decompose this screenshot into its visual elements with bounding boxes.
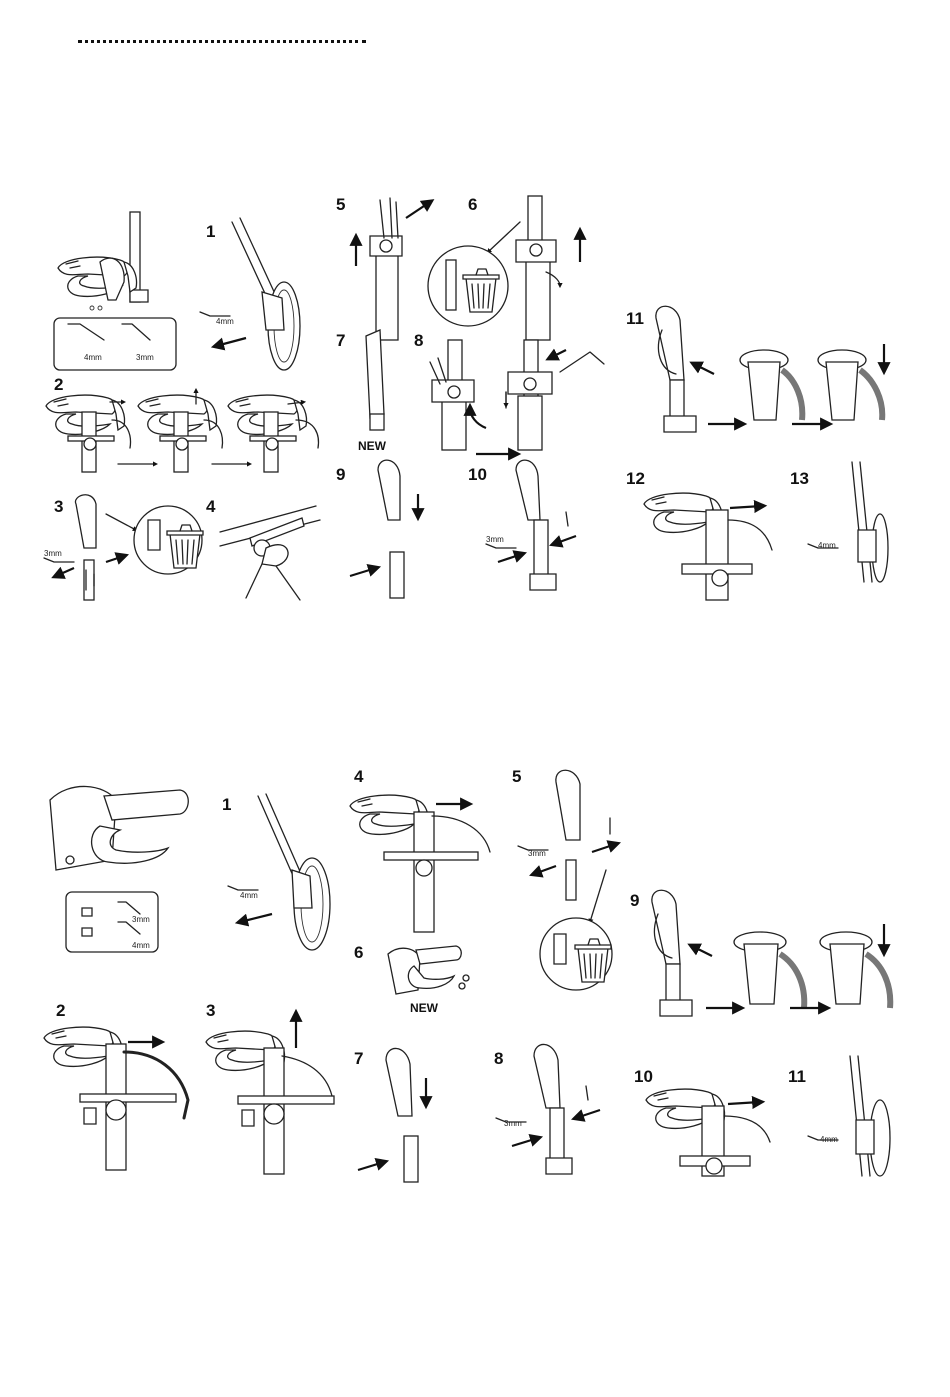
top-step-3-detail xyxy=(44,495,203,600)
top-step-8-assembly xyxy=(430,340,604,454)
top-step-7-number: 7 xyxy=(336,331,345,350)
top-step-5-number: 5 xyxy=(336,195,345,214)
top-step-12-handle xyxy=(644,493,772,600)
bottom-step-2-handle xyxy=(44,1027,188,1170)
top-step-5-post xyxy=(356,198,430,340)
bottom-step-1-wheel xyxy=(228,794,330,950)
bottom-step-7-number: 7 xyxy=(354,1049,363,1068)
bottom-step-11-wheel xyxy=(808,1056,890,1176)
bottom-step-7-assembly xyxy=(358,1048,426,1182)
top-wrench-label-3mm: 3mm xyxy=(136,353,154,362)
top-step-7-new-label: NEW xyxy=(358,439,387,453)
top-step-10-assembly xyxy=(486,460,576,590)
top-step-7-tube xyxy=(366,330,384,430)
bottom-step-5-detail xyxy=(518,770,616,990)
bottom-step-8-wrench-label: 3mm xyxy=(504,1119,522,1128)
top-step-4-number: 4 xyxy=(206,497,216,516)
top-wrench-label-4mm: 4mm xyxy=(84,353,102,362)
bottom-step-6-new-handle xyxy=(388,946,469,994)
top-step-2-number: 2 xyxy=(54,375,63,394)
bottom-step-4-number: 4 xyxy=(354,767,364,786)
top-parts-overview xyxy=(54,212,176,370)
bottom-parts-overview xyxy=(50,786,188,952)
top-step-13-number: 13 xyxy=(790,469,809,488)
bottom-step-9-number: 9 xyxy=(630,891,639,910)
top-step-6-post xyxy=(428,196,580,340)
top-step-3-wrench-label: 3mm xyxy=(44,549,62,558)
bottom-step-9-sequence xyxy=(652,890,890,1016)
bottom-step-8-assembly xyxy=(496,1044,600,1174)
bottom-step-5-wrench-label: 3mm xyxy=(528,849,546,858)
bottom-step-10-handle xyxy=(646,1089,770,1176)
top-step-2-frames xyxy=(46,390,318,472)
bottom-step-2-number: 2 xyxy=(56,1001,65,1020)
top-step-13-wrench-label: 4mm xyxy=(818,541,836,550)
top-step-10-wrench-label: 3mm xyxy=(486,535,504,544)
top-step-9-number: 9 xyxy=(336,465,345,484)
top-step-1-number: 1 xyxy=(206,222,215,241)
top-step-9-assembly xyxy=(350,460,418,598)
top-step-4-frame xyxy=(220,506,320,600)
bottom-wrench-label-4mm: 4mm xyxy=(132,941,150,950)
bottom-step-10-number: 10 xyxy=(634,1067,653,1086)
top-step-11-number: 11 xyxy=(626,309,644,328)
bottom-step-6-new-label: NEW xyxy=(410,1001,439,1015)
bottom-step-3-handle xyxy=(206,1014,334,1174)
bottom-wrench-label-3mm: 3mm xyxy=(132,915,150,924)
bottom-step-1-number: 1 xyxy=(222,795,231,814)
bottom-step-11-number: 11 xyxy=(788,1067,806,1086)
top-step-1-wrench-label: 4mm xyxy=(216,317,234,326)
bottom-step-8-number: 8 xyxy=(494,1049,503,1068)
bottom-step-11-wrench-label: 4mm xyxy=(820,1135,838,1144)
top-step-8-number: 8 xyxy=(414,331,423,350)
bottom-step-5-number: 5 xyxy=(512,767,521,786)
top-step-13-wheel xyxy=(808,462,888,582)
bottom-step-6-number: 6 xyxy=(354,943,363,962)
top-step-3-number: 3 xyxy=(54,497,63,516)
bottom-step-3-number: 3 xyxy=(206,1001,215,1020)
top-step-12-number: 12 xyxy=(626,469,645,488)
bottom-step-4-handle xyxy=(350,795,490,932)
top-step-10-number: 10 xyxy=(468,465,487,484)
bottom-step-1-wrench-label: 4mm xyxy=(240,891,258,900)
top-step-11-sequence xyxy=(656,306,884,432)
top-step-6-number: 6 xyxy=(468,195,477,214)
